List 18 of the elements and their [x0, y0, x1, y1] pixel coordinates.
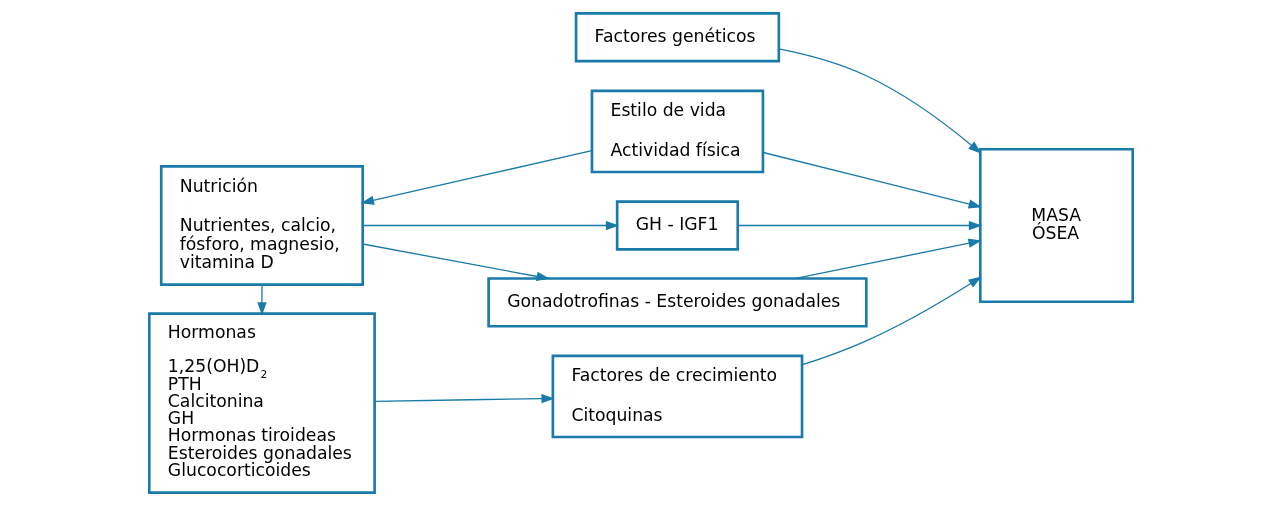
- node-box: MASA ÓSEA: [978, 147, 1134, 304]
- arrow: [736, 220, 982, 231]
- node-box: Nutrición Nutrientes, calcio, fósforo, magnesio, vitamina D: [159, 165, 364, 286]
- arrow: [361, 243, 550, 281]
- arrow: [801, 276, 982, 366]
- node-box: Factores genéticos: [574, 12, 780, 63]
- node-box: Estilo de vida Actividad física: [590, 89, 764, 174]
- arrow: [762, 151, 982, 209]
- node-box: GH - IGF1: [615, 200, 739, 251]
- arrow: [360, 149, 593, 205]
- arrow: [373, 393, 555, 404]
- node-box: Hormonas 1,25(OH)D$_{2}$ PTH Calcitonina GH Hormonas tiroideas Esteroides gonadales Glucocorticoides: [147, 312, 376, 494]
- arrow: [777, 48, 981, 154]
- arrow: [361, 220, 619, 231]
- arrow: [256, 284, 267, 316]
- node-box: Factores de crecimiento Citoquinas: [551, 354, 803, 439]
- node-box: Gonadotrofinas - Esteroides gonadales: [486, 277, 868, 328]
- arrow: [794, 238, 982, 280]
